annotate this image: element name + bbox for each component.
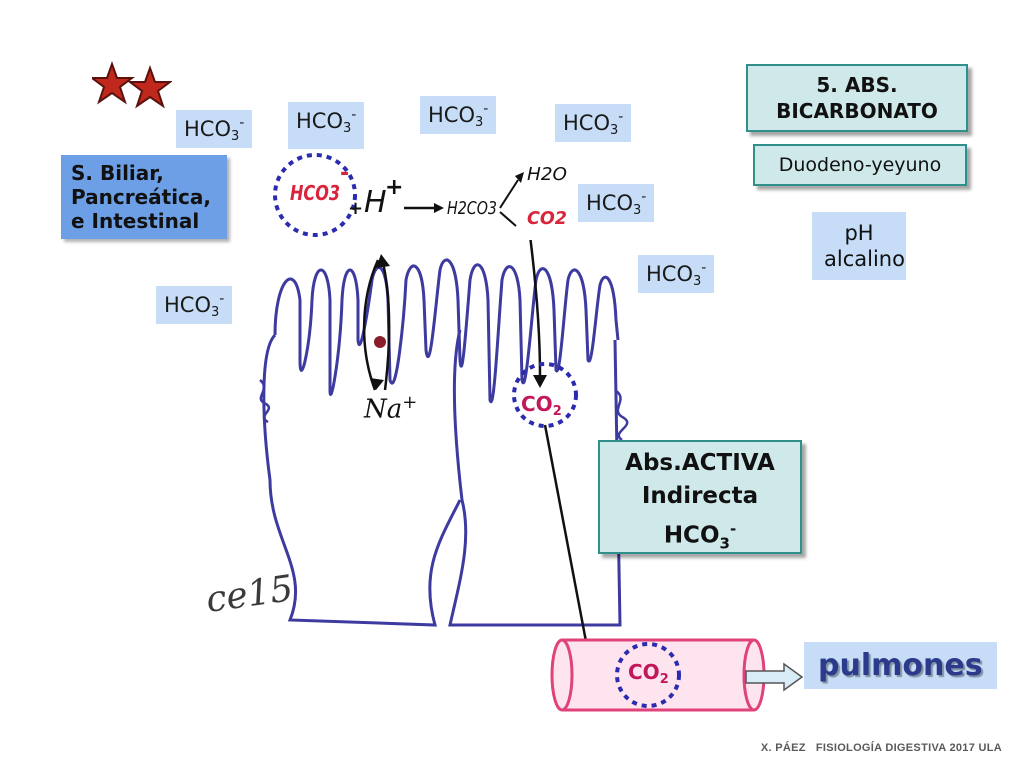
hco3-label-3: HCO3- [420,96,497,134]
intestinal-villi-diagram [259,240,629,627]
handwritten-hco3: HCO3 [290,181,340,205]
handwritten-plus-sign: + [348,198,363,219]
villi-outline [273,258,620,404]
hco3-label-5: HCO3- [578,184,655,222]
handwritten-minus: - [340,161,349,186]
co2-diffusion-arrow [543,424,594,664]
title-line-2: BICARBONATO [776,99,938,123]
right-cell-outline [448,329,622,627]
hco3-label-2: HCO3- [288,102,365,149]
co2-vessel-label: CO2 [628,660,669,687]
footer-credit: X. PÁEZ FISIOLOGÍA DIGESTIVA 2017 ULA [760,742,1002,754]
left-cell-outline [262,333,462,627]
handwritten-h: H [364,185,387,220]
hco3-label-1: HCO3- [176,110,253,148]
co2-cell-circle [512,362,578,428]
location-box: Duodeno-yeyuno [753,144,967,186]
absorption-box: Abs.ACTIVA Indirecta HCO3- [598,440,802,554]
reaction-diagram: HCO3 - + H + H2CO3 H2O CO2 [273,153,567,237]
co2-cell-label: CO2 [521,392,562,419]
lungs-label: pulmones [804,642,997,689]
title-box: 5. ABS. BICARBONATO [746,64,968,132]
secretion-box: S. Biliar, Pancreática, e Intestinal [61,155,227,239]
handwritten-h2co3: H2CO3 [447,198,497,219]
arrow-right-icon [745,662,804,692]
hco3-label-7: HCO3- [156,286,233,324]
handwritten-na: Na+ [364,392,418,425]
ph-box: pH alcalino [812,212,906,280]
co2-vessel-dotted-circle [615,642,681,708]
title-line-1: 5. ABS. [816,73,898,97]
blood-vessel [550,638,766,712]
handwritten-h2o: H2O [527,164,567,185]
handwritten-h-plus: + [385,175,403,200]
hco3-label-4: HCO3- [555,104,632,142]
hco3-label-6: HCO3- [638,255,715,293]
hco3-dotted-circle [273,153,357,237]
stars-icon [92,61,172,109]
handwritten-co2: CO2 [527,208,567,229]
